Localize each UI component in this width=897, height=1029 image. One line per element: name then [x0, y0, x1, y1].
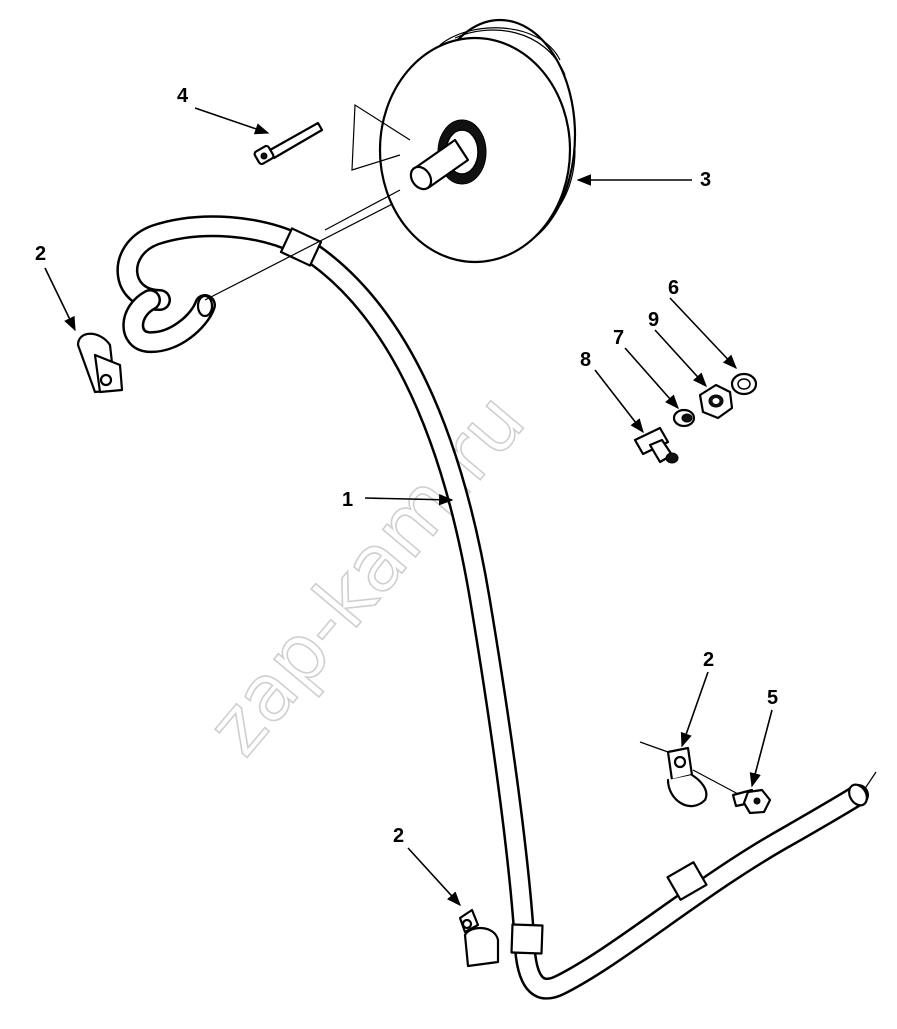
callout-labels: 4 3 2 1 6 9 7 8 2 5 2 [35, 85, 778, 847]
callout-2-bottom: 2 [393, 825, 404, 847]
pulley [324, 18, 577, 264]
callout-9: 9 [648, 309, 659, 331]
callout-1: 1 [342, 489, 353, 511]
clamp-bottom [458, 908, 500, 968]
elbow-fitting-8 [633, 426, 679, 464]
leader-arrows [44, 107, 773, 907]
clamp-right [639, 741, 741, 808]
nut-9 [698, 383, 734, 420]
washer-7 [672, 408, 696, 428]
bolt-4 [253, 121, 324, 166]
bolt-5 [731, 788, 772, 815]
callout-8: 8 [580, 349, 591, 371]
hose [116, 194, 877, 1000]
callout-3: 3 [700, 169, 711, 191]
callout-4: 4 [177, 85, 189, 107]
callout-2-right: 2 [703, 649, 714, 671]
clamp-left [76, 332, 124, 394]
callout-6: 6 [668, 277, 679, 299]
callout-7: 7 [613, 327, 624, 349]
callout-5: 5 [767, 687, 778, 709]
callout-2-left: 2 [35, 243, 46, 265]
washer-6 [730, 372, 758, 396]
